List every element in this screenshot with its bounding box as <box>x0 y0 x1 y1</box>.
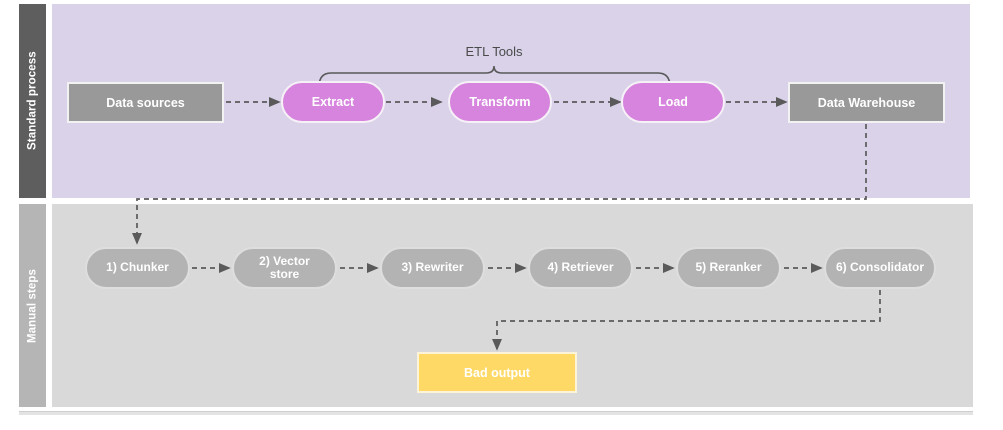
node-extract[interactable]: Extract <box>281 81 385 123</box>
node-reranker[interactable]: 5) Reranker <box>676 247 781 289</box>
node-data-sources[interactable]: Data sources <box>67 82 224 123</box>
node-load[interactable]: Load <box>621 81 725 123</box>
swimlane-manual-steps-label: Manual steps <box>19 204 46 407</box>
etl-tools-label: ETL Tools <box>465 44 523 59</box>
node-retriever[interactable]: 4) Retriever <box>528 247 633 289</box>
node-transform[interactable]: Transform <box>448 81 552 123</box>
node-chunker[interactable]: 1) Chunker <box>85 247 190 289</box>
node-bad-output[interactable]: Bad output <box>417 352 577 393</box>
bottom-divider <box>19 411 973 415</box>
node-consolidator[interactable]: 6) Consolidator <box>824 247 936 289</box>
node-vector-store[interactable]: 2) Vector store <box>232 247 337 289</box>
node-data-warehouse[interactable]: Data Warehouse <box>788 82 945 123</box>
node-rewriter[interactable]: 3) Rewriter <box>380 247 485 289</box>
swimlane-standard-process-label: Standard process <box>19 4 46 198</box>
